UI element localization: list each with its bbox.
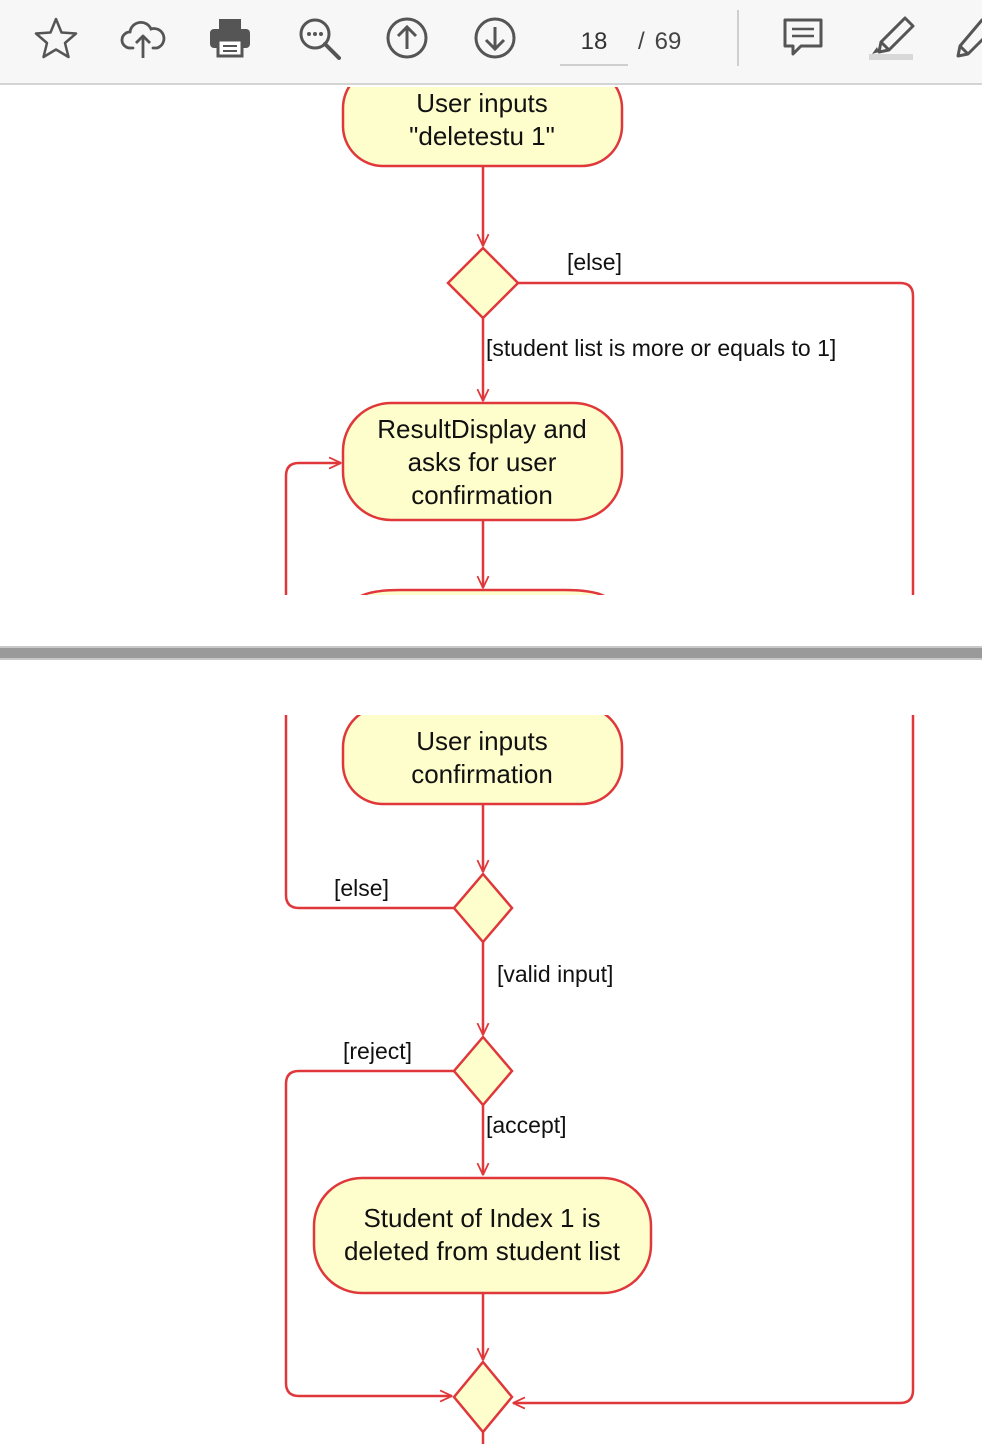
node-label-line: Student of Index 1 is (363, 1203, 600, 1233)
flow-else-to-merge (513, 715, 915, 1403)
flow-else-branch (518, 281, 915, 595)
arrow-down-icon[interactable] (469, 12, 521, 64)
flow-else-loop (284, 715, 455, 910)
decision-node-accept-reject (452, 1035, 514, 1107)
node-label-line: deleted from student list (344, 1236, 621, 1266)
flow-loop-back (284, 463, 341, 595)
sign-icon[interactable] (950, 12, 982, 64)
toolbar-divider (737, 10, 739, 66)
page-separator: / (638, 28, 645, 55)
decision-node-student-count (446, 246, 520, 320)
node-label-line: "deletestu 1" (409, 121, 555, 151)
print-icon[interactable] (204, 12, 256, 64)
pdf-page-lower: User inputs confirmation [else] [valid i… (0, 715, 982, 1444)
page-number-input[interactable]: 18 (560, 20, 628, 66)
page-total: / 69 (638, 24, 681, 60)
pdf-page-upper: User inputs "deletestu 1" [else] [studen… (0, 87, 982, 595)
zoom-out-icon[interactable] (293, 12, 345, 64)
node-label-line: confirmation (411, 480, 553, 510)
node-label-line: User inputs (416, 726, 548, 756)
activity-diagram-upper: User inputs "deletestu 1" [else] [studen… (284, 87, 915, 595)
guard-reject: [reject] (343, 1038, 412, 1064)
page-total-count: 69 (654, 28, 682, 55)
guard-else-top: [else] (567, 249, 622, 275)
guard-student-list: [student list is more or equals to 1] (486, 335, 836, 361)
page-separator-bar (0, 646, 982, 660)
merge-node (452, 1360, 514, 1434)
cloud-upload-icon[interactable] (117, 12, 169, 64)
star-icon[interactable] (30, 12, 82, 64)
node-label-line: ResultDisplay and (377, 414, 587, 444)
guard-valid-input: [valid input] (497, 961, 613, 987)
pdf-toolbar: 18 / 69 (0, 0, 982, 85)
node-label-line: confirmation (411, 759, 553, 789)
highlight-icon[interactable] (865, 12, 917, 64)
arrow-up-icon[interactable] (381, 12, 433, 64)
activity-diagram-lower: User inputs confirmation [else] [valid i… (284, 715, 915, 1444)
node-label-line: asks for user (408, 447, 557, 477)
flow-reject-branch (284, 1069, 454, 1396)
action-node-partial (360, 588, 605, 595)
guard-accept: [accept] (486, 1112, 567, 1138)
comment-icon[interactable] (777, 12, 829, 64)
node-label-line: User inputs (416, 88, 548, 118)
decision-node-valid-input (452, 872, 514, 944)
guard-else-left: [else] (334, 875, 389, 901)
